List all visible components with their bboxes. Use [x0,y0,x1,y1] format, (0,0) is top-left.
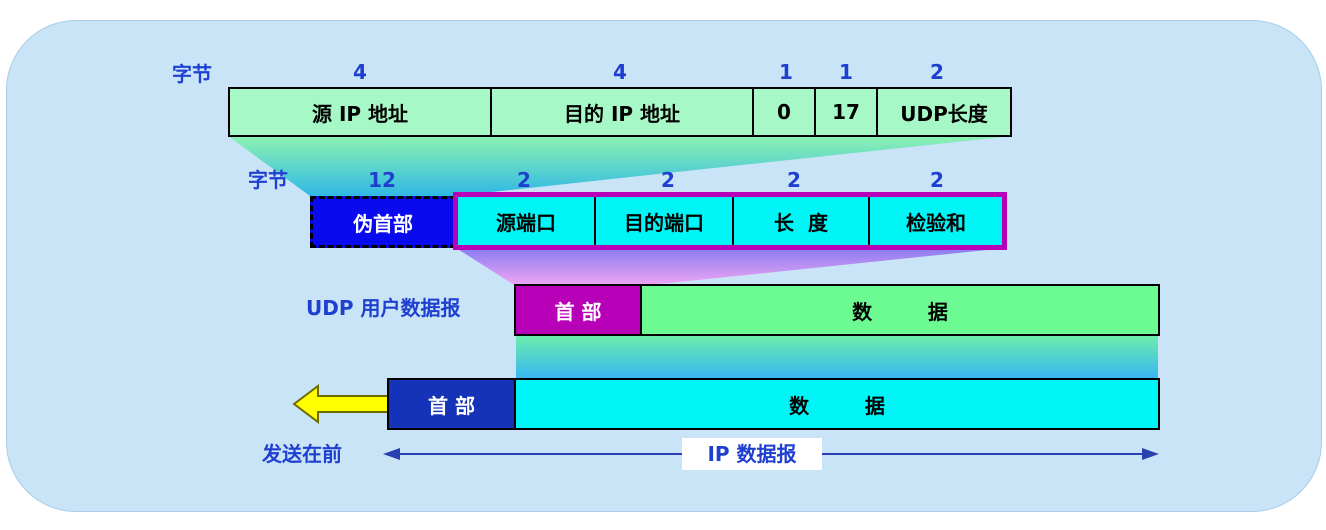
expand-band-ip-data [516,333,1158,379]
udp-data-section: 数 据 [852,299,948,324]
ip-data-section: 数 据 [789,393,885,418]
field-checksum: 检验和 [906,210,966,235]
size-udp-length: 2 [930,60,944,84]
size-src-ip: 4 [353,60,367,84]
udp-header-box: 源端口 目的端口 长 度 检验和 [453,192,1007,250]
size-zero: 1 [779,60,793,84]
field-dst-port: 目的端口 [596,197,734,245]
field-length: 长 度 [734,197,870,245]
expand-funnel-pseudo [228,136,1012,196]
ip-header-section: 首 部 [389,380,516,428]
field-src-ip: 源 IP 地址 [230,89,492,135]
udp-datagram-box: 首 部 数 据 [514,284,1160,336]
pseudo-header-block: 伪首部 [310,196,456,248]
send-first-label: 发送在前 [262,442,342,466]
size-dst-port: 2 [661,168,675,192]
size-src-port: 2 [517,168,531,192]
pseudo-header-box: 源 IP 地址 目的 IP 地址 0 17 UDP长度 [228,87,1012,137]
expand-funnel-udp-header [456,248,1006,286]
size-dst-ip: 4 [613,60,627,84]
byte-label-udp: 字节 [248,168,288,192]
byte-label-top: 字节 [172,62,212,86]
udp-datagram-label: UDP 用户数据报 [306,296,461,320]
size-length: 2 [787,168,801,192]
field-src-port: 源端口 [458,197,596,245]
field-dst-ip: 目的 IP 地址 [492,89,754,135]
send-first-arrow-icon [292,384,389,424]
field-udp-length: UDP长度 [900,101,988,126]
udp-header-section: 首 部 [516,286,642,334]
size-protocol: 1 [839,60,853,84]
ip-datagram-box: 首 部 数 据 [387,378,1160,430]
field-protocol: 17 [816,89,878,135]
field-zero: 0 [754,89,816,135]
size-pseudo: 12 [368,168,396,192]
ip-datagram-label: IP 数据报 [682,438,822,470]
size-checksum: 2 [930,168,944,192]
